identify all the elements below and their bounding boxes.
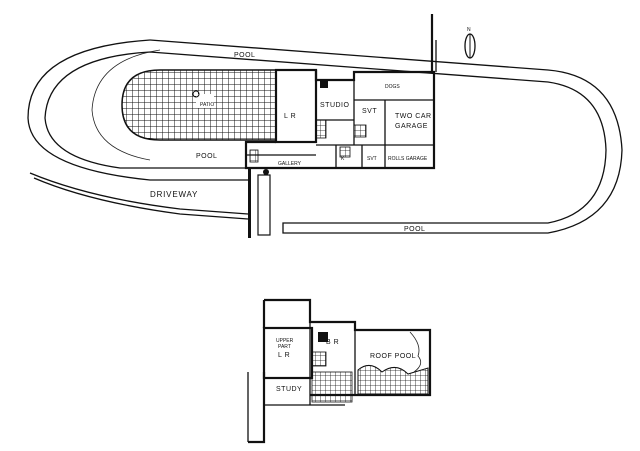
pool-bottom-label: POOL: [404, 226, 425, 233]
pool-top-outline: [91, 49, 161, 161]
gallery-label: GALLERY: [278, 161, 302, 167]
bedroom-label: B R: [326, 339, 339, 346]
roof-pool-area: [357, 365, 429, 395]
pool-left-label: POOL: [196, 153, 217, 160]
north-arrow: N: [464, 27, 476, 59]
upper-lr-label-1: UPPER: [276, 338, 294, 344]
pool-outer-outline: [44, 39, 623, 234]
upper-floor-walls: [247, 298, 432, 444]
pool-inner-outline: [27, 39, 248, 181]
studio-label: STUDIO: [320, 102, 350, 109]
patio-clear-spot: [196, 94, 214, 108]
north-arrow-label: N: [467, 27, 471, 33]
two-car-garage-label-1: TWO CAR: [395, 113, 432, 120]
upper-lr-label-2: PART: [278, 344, 291, 350]
upper-floor-plan: UPPER PART L R B R ROOF POOL STUDY: [247, 298, 432, 444]
patio-fountain: [192, 90, 200, 98]
upper-lr-label-3: L R: [278, 352, 290, 359]
house-walls: [244, 14, 437, 238]
study-label: STUDY: [276, 386, 302, 393]
pool-top-label: POOL: [234, 52, 255, 59]
kitchen-label: K: [341, 156, 345, 162]
patio-label: PATIO: [200, 102, 214, 108]
rolls-garage-label: ROLLS GARAGE: [388, 156, 428, 162]
living-room-label: L R: [284, 113, 296, 120]
svt-upper-label: SVT: [362, 108, 377, 115]
two-car-garage-label-2: GARAGE: [395, 123, 428, 130]
svt-lower-label: SVT: [367, 156, 377, 162]
driveway-label: DRIVEWAY: [150, 190, 198, 199]
ground-floor-plan: N POOL PATIO L R STUDIO DOGS SVT TWO CAR…: [27, 14, 623, 238]
driveway-curve: [29, 172, 249, 215]
dogs-label: DOGS: [385, 84, 400, 90]
driveway-curve-inner: [33, 177, 249, 220]
roof-pool-label: ROOF POOL: [370, 353, 416, 360]
roof-pool-edge: [409, 331, 422, 373]
